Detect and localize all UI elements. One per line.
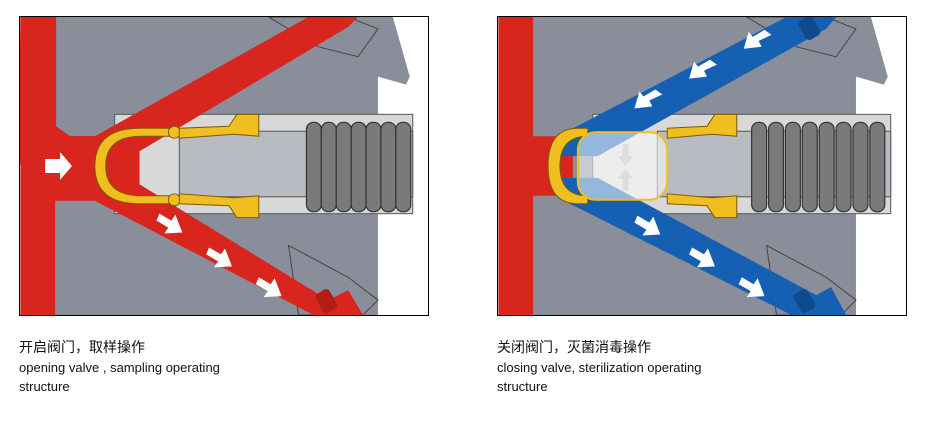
closing-valve-diagram (497, 16, 907, 316)
flow-arrows (45, 152, 282, 298)
outlet-nozzle (798, 17, 821, 40)
caption-closing-valve: 关闭阀门，灭菌消毒操作 closing valve, sterilization… (497, 338, 917, 396)
arrow-down-right-icon (689, 247, 715, 268)
upper-channel-open (40, 17, 359, 166)
arrow-down-right-icon (634, 215, 661, 236)
arrow-down-right-icon (156, 213, 183, 234)
arrow-right-icon (45, 152, 73, 180)
arrow-up-left-icon (743, 29, 772, 49)
arrow-down-right-icon (738, 277, 765, 298)
arrow-down-right-icon (255, 277, 282, 298)
opening-valve-diagram (19, 16, 429, 316)
caption-en-line2: structure (497, 379, 548, 394)
arrow-up-icon (617, 168, 634, 191)
seal-plug (576, 131, 669, 201)
outlet-nozzle (793, 289, 816, 314)
lower-channel-open (40, 166, 364, 315)
caption-en-line2: structure (19, 379, 70, 394)
opening-valve-svg (20, 17, 428, 315)
closing-valve-svg (498, 17, 906, 315)
arrow-up-left-icon (634, 89, 663, 109)
caption-en-line1: closing valve, sterilization operating (497, 360, 702, 375)
caption-en-line1: opening valve , sampling operating (19, 360, 220, 375)
arrow-up-left-icon (689, 59, 717, 79)
arrow-down-right-icon (206, 247, 232, 268)
spring (751, 121, 886, 213)
upper-channel-closed (557, 17, 837, 157)
flow-arrows (617, 29, 772, 298)
spring (305, 121, 412, 213)
caption-cn: 开启阀门，取样操作 (19, 340, 145, 356)
outlet-nozzle (315, 289, 338, 314)
caption-opening-valve: 开启阀门，取样操作 opening valve , sampling opera… (19, 338, 439, 396)
lower-channel-closed (557, 177, 847, 315)
caption-cn: 关闭阀门，灭菌消毒操作 (497, 340, 651, 356)
arrow-down-icon (617, 144, 634, 166)
